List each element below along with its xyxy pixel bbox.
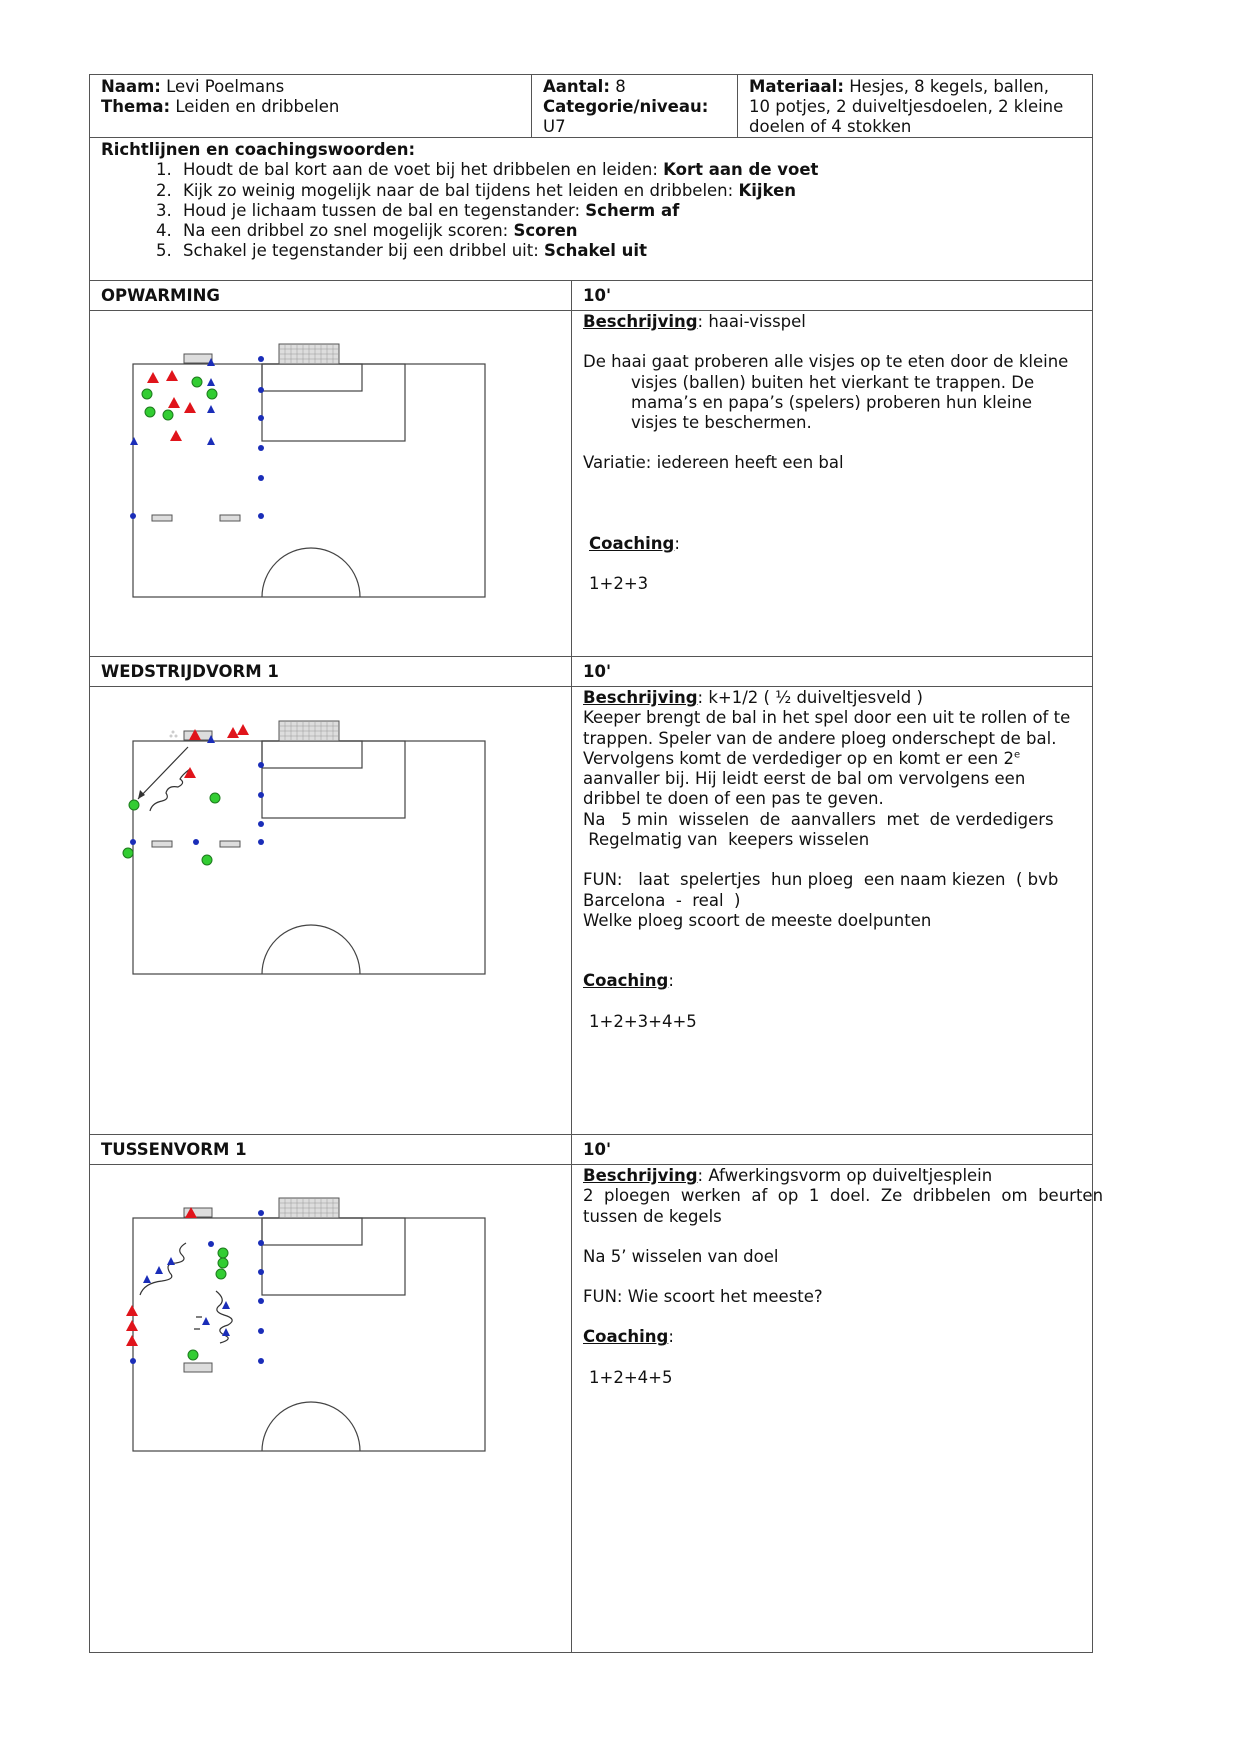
material-value-2: 10 potjes, 2 duiveltjesdoelen, 2 kleine (749, 97, 1064, 116)
description-line: Vervolgens komt de verdediger op en komt… (583, 748, 1014, 768)
fun-line: FUN: laat spelertjes hun ploeg een naam … (583, 870, 1059, 890)
description-line: visjes (ballen) buiten het vierkant te t… (631, 372, 1035, 392)
description-line: aanvaller bij. Hij leidt eerst de bal om… (583, 769, 1026, 789)
beschrijving-value: : Afwerkingsvorm op duiveltjesplein (697, 1166, 993, 1185)
description-line: Regelmatig van keepers wisselen (583, 830, 870, 850)
section-duration: 10' (570, 1134, 1094, 1165)
coaching-value: 1+2+4+5 (589, 1367, 673, 1387)
description-line: 2 ploegen werken af op 1 doel. Ze dribbe… (583, 1186, 1104, 1206)
guidelines-cell: Richtlijnen en coachingswoorden: Houdt d… (88, 137, 1094, 281)
guidelines-list: Houdt de bal kort aan de voet bij het dr… (101, 160, 1081, 261)
guideline-item: Schakel je tegenstander bij een dribbel … (177, 241, 1081, 261)
description-cell: Beschrijving: k+1/2 ( ½ duiveltjesveld )… (570, 686, 1094, 1135)
count-label: Aantal: (543, 77, 610, 96)
variatie-text: Variatie: iedereen heeft een bal (583, 453, 844, 473)
name-theme-cell: Naam: Levi Poelmans Thema: Leiden en dri… (89, 74, 532, 138)
section-title: WEDSTRIJDVORM 1 (89, 656, 572, 687)
theme-label: Thema: (101, 97, 171, 116)
coaching-label: Coaching (583, 1327, 669, 1347)
description-cell: Beschrijving: haai-visspel De haai gaat … (570, 310, 1094, 657)
guideline-item: Houd je lichaam tussen de bal en tegenst… (177, 201, 1081, 221)
header-table: Naam: Levi Poelmans Thema: Leiden en dri… (89, 74, 1093, 138)
description-line: visjes te beschermen. (631, 413, 812, 433)
beschrijving-label: Beschrijving (583, 688, 698, 707)
guidelines-title: Richtlijnen en coachingswoorden: (101, 140, 416, 159)
description-line: trappen. Speler van de andere ploeg onde… (583, 728, 1057, 748)
description-line: De haai gaat proberen alle visjes op te … (583, 352, 1069, 372)
beschrijving-value: : haai-visspel (697, 312, 806, 331)
name-value: Levi Poelmans (166, 77, 285, 96)
guideline-item: Kijk zo weinig mogelijk naar de bal tijd… (177, 181, 1081, 201)
beschrijving-label: Beschrijving (583, 1166, 698, 1185)
coaching-label: Coaching (589, 533, 675, 553)
theme-value: Leiden en dribbelen (175, 97, 340, 116)
fun-text: FUN: Wie scoort het meeste? (583, 1287, 823, 1307)
coaching-label: Coaching (583, 971, 669, 991)
field-diagram-svg (122, 720, 486, 975)
field-diagram (89, 310, 572, 657)
field-diagram-svg (126, 1197, 486, 1452)
material-label: Materiaal: (749, 77, 844, 96)
description-line: Na 5 min wisselen de aanvallers met de v… (583, 809, 1054, 829)
count-value: 8 (615, 77, 626, 96)
field-diagram-svg (130, 343, 486, 598)
material-value-1: Hesjes, 8 kegels, ballen, (849, 77, 1049, 96)
material-cell: Materiaal: Hesjes, 8 kegels, ballen, 10 … (737, 74, 1093, 138)
category-label: Categorie/niveau: (543, 97, 709, 116)
section-title: OPWARMING (89, 280, 572, 311)
section-duration: 10' (570, 656, 1094, 687)
field-diagram (89, 1164, 572, 1653)
fun-line: Barcelona - real ) (583, 890, 741, 910)
section-duration: 10' (570, 280, 1094, 311)
superscript: e (1013, 749, 1021, 761)
coaching-value: 1+2+3+4+5 (589, 1011, 697, 1031)
field-diagram (89, 686, 572, 1135)
na-text: Na 5’ wisselen van doel (583, 1246, 779, 1266)
material-value-3: doelen of 4 stokken (749, 117, 912, 136)
coaching-value: 1+2+3 (589, 574, 649, 594)
description-line: mama’s en papa’s (spelers) proberen hun … (631, 392, 1033, 412)
description-line: Keeper brengt de bal in het spel door ee… (583, 708, 1071, 728)
main-table: Richtlijnen en coachingswoorden: Houdt d… (88, 137, 1104, 1653)
description-line: tussen de kegels (583, 1206, 722, 1226)
training-sheet: Naam: Levi Poelmans Thema: Leiden en dri… (88, 74, 1104, 1653)
name-label: Naam: (101, 77, 161, 96)
fun-line: Welke ploeg scoort de meeste doelpunten (583, 910, 932, 930)
guideline-item: Na een dribbel zo snel mogelijk scoren: … (177, 221, 1081, 241)
description-cell: Beschrijving: Afwerkingsvorm op duiveltj… (570, 1164, 1104, 1653)
category-value: U7 (543, 117, 566, 136)
section-title: TUSSENVORM 1 (89, 1134, 572, 1165)
count-category-cell: Aantal: 8 Categorie/niveau: U7 (531, 74, 738, 138)
description-line: dribbel te doen of een pas te geven. (583, 789, 884, 809)
guideline-item: Houdt de bal kort aan de voet bij het dr… (177, 160, 1081, 180)
beschrijving-label: Beschrijving (583, 312, 698, 331)
beschrijving-value: : k+1/2 ( ½ duiveltjesveld ) (697, 688, 923, 707)
